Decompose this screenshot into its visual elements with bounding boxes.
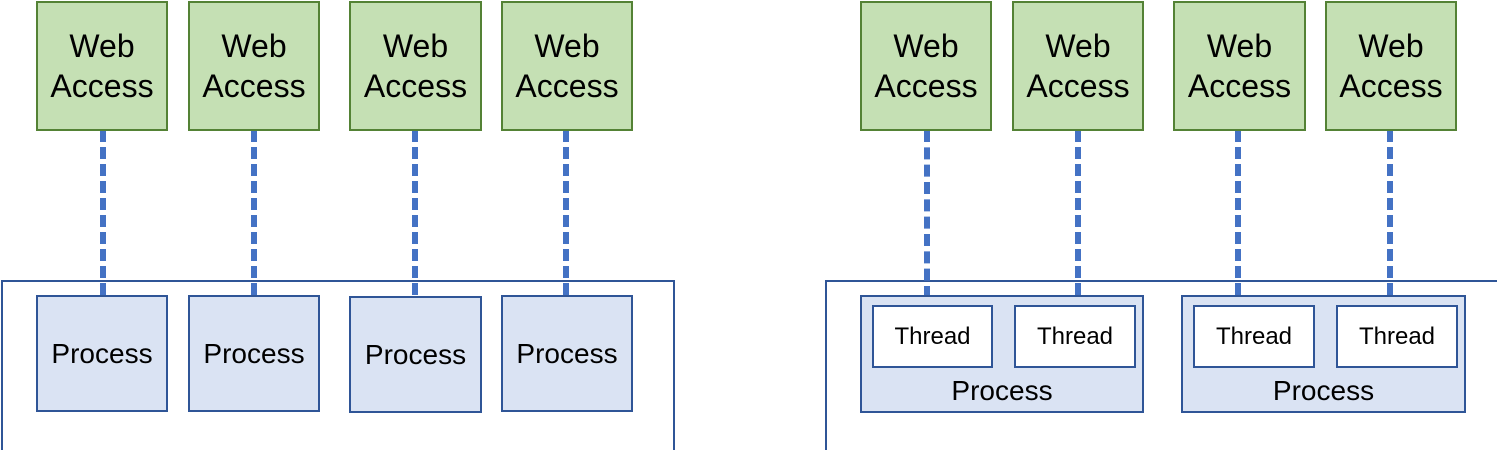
web-access-line1: Web [1358, 28, 1424, 64]
web-access-line1: Web [1206, 28, 1273, 64]
connector-line [251, 130, 257, 295]
server-container-left [1, 280, 675, 450]
connector-line [412, 130, 418, 295]
process-box: Process [188, 295, 320, 412]
web-access-box: Web Access [349, 1, 482, 131]
web-access-line1: Web [1045, 28, 1111, 64]
web-access-line2: Access [363, 68, 468, 104]
web-access-box: Web Access [1325, 1, 1457, 131]
server-container-right [825, 280, 1497, 450]
connector-line [563, 130, 569, 295]
process-box-with-threads: Thread Thread Process [1181, 295, 1466, 413]
web-access-box: Web Access [1173, 1, 1306, 131]
web-access-box: Web Access [36, 1, 168, 131]
process-label: Process [1272, 375, 1375, 406]
connector-line [100, 130, 106, 295]
web-access-box: Web Access [1012, 1, 1144, 131]
connector-line [924, 130, 930, 298]
web-access-box: Web Access [188, 1, 320, 131]
web-access-box: Web Access [860, 1, 992, 131]
web-access-box: Web Access [501, 1, 633, 131]
web-access-line1: Web [221, 28, 287, 64]
web-access-line1: Web [382, 28, 449, 64]
process-label: Process [951, 375, 1053, 406]
process-box-with-threads: Thread Thread Process [860, 295, 1144, 413]
web-access-line2: Access [50, 68, 154, 104]
thread-box: Thread [1336, 305, 1458, 368]
web-access-line2: Access [515, 68, 619, 104]
web-access-line2: Access [1026, 68, 1130, 104]
connector-line [1387, 130, 1393, 295]
web-access-line1: Web [534, 28, 600, 64]
connector-line [1075, 130, 1081, 295]
thread-box: Thread [1014, 305, 1136, 368]
process-box: Process [349, 296, 482, 413]
thread-box: Thread [1193, 305, 1315, 368]
web-access-line2: Access [874, 68, 978, 104]
web-access-line1: Web [893, 28, 959, 64]
thread-box: Thread [872, 305, 993, 368]
web-access-line2: Access [1187, 68, 1292, 104]
web-access-line2: Access [1339, 68, 1443, 104]
connector-line [1235, 130, 1241, 295]
process-box: Process [501, 295, 633, 412]
web-access-line1: Web [69, 28, 135, 64]
process-box: Process [36, 295, 168, 412]
web-access-line2: Access [202, 68, 306, 104]
